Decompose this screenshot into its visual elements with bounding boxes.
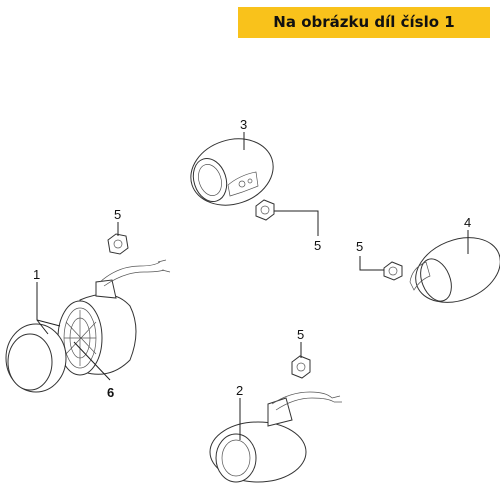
callout-5-top: 5 bbox=[314, 238, 321, 253]
callout-5-left: 5 bbox=[114, 207, 121, 222]
part-3-turn-signal bbox=[190, 138, 274, 206]
banner-text: Na obrázku díl číslo 1 bbox=[273, 13, 455, 31]
part-4-turn-signal bbox=[409, 237, 500, 303]
part-2-turn-signal bbox=[209, 391, 342, 483]
callout-6: 6 bbox=[107, 385, 114, 400]
callout-2: 2 bbox=[236, 383, 243, 398]
part-number-banner: Na obrázku díl číslo 1 bbox=[238, 7, 490, 38]
part-5-nut-right bbox=[383, 261, 403, 281]
callout-5-bottom: 5 bbox=[297, 327, 304, 342]
part-5-nut-top bbox=[255, 199, 275, 221]
part-5-nut-bottom bbox=[291, 355, 311, 379]
callout-3: 3 bbox=[240, 117, 247, 132]
callout-4: 4 bbox=[464, 215, 471, 230]
part-1-turn-signal-assembly bbox=[5, 259, 171, 393]
callout-1: 1 bbox=[33, 267, 40, 282]
leader-lines bbox=[36, 132, 469, 440]
callout-5-right: 5 bbox=[356, 239, 363, 254]
part-5-nut-left bbox=[107, 233, 129, 255]
